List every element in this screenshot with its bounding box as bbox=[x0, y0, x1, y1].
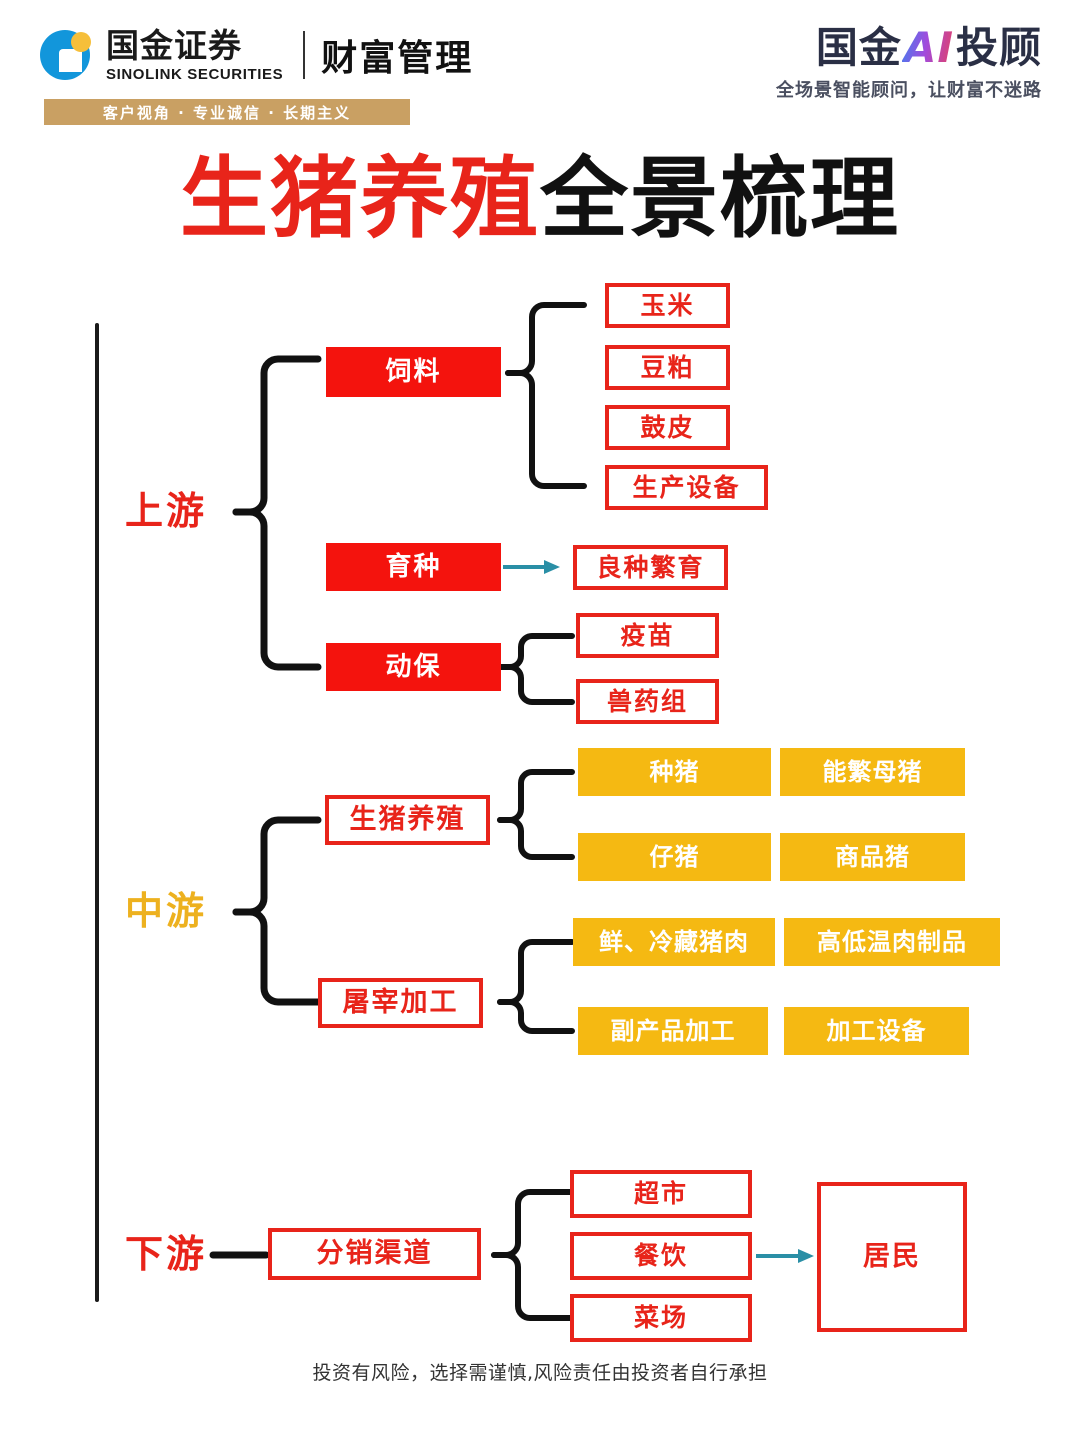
brand-division-label: 财富管理 bbox=[321, 38, 474, 79]
sinolink-logo-icon bbox=[40, 28, 94, 82]
node-channel-catering[interactable]: 餐饮 bbox=[570, 1232, 752, 1280]
ai-title-prefix: 国金 bbox=[815, 23, 902, 72]
node-farming-piglet[interactable]: 仔猪 bbox=[578, 833, 771, 881]
node-upstream-feed[interactable]: 饲料 bbox=[326, 347, 501, 397]
node-animal-health-veterinary-drugs[interactable]: 兽药组 bbox=[576, 679, 719, 724]
ai-advisor-title: 国金AI投顾 bbox=[776, 23, 1042, 72]
ai-advisor-logo-block: 国金AI投顾 全场景智能顾问，让财富不迷路 bbox=[776, 23, 1042, 102]
stage-label-midstream: 中游 bbox=[125, 889, 208, 933]
page-header: 国金证券 SINOLINK SECURITIES 财富管理 客户视角 · 专业诚… bbox=[0, 0, 1080, 140]
ai-title-glyph: AI bbox=[903, 23, 954, 72]
node-feed-soybean-meal[interactable]: 豆粕 bbox=[605, 345, 730, 390]
node-upstream-breeding[interactable]: 育种 bbox=[326, 543, 501, 591]
brand-names: 国金证券 SINOLINK SECURITIES bbox=[106, 29, 283, 82]
node-channel-supermarket[interactable]: 超市 bbox=[570, 1170, 752, 1218]
node-farming-breeding-pig[interactable]: 种猪 bbox=[578, 748, 771, 796]
brand-divider bbox=[303, 31, 306, 79]
node-breeding-quality-propagation[interactable]: 良种繁育 bbox=[573, 545, 728, 590]
node-processing-equipment[interactable]: 加工设备 bbox=[784, 1007, 969, 1055]
ai-title-suffix: 投顾 bbox=[955, 23, 1042, 72]
page-title: 生猪养殖全景梳理 bbox=[0, 155, 1080, 243]
brand-tagline-bar: 客户视角 · 专业诚信 · 长期主义 bbox=[44, 99, 410, 125]
node-channel-wet-market[interactable]: 菜场 bbox=[570, 1294, 752, 1342]
page-title-black: 全景梳理 bbox=[540, 147, 901, 250]
logo-dot-shape bbox=[71, 32, 91, 52]
brand-name-en: SINOLINK SECURITIES bbox=[106, 65, 284, 83]
node-upstream-animal-health[interactable]: 动保 bbox=[326, 643, 501, 691]
node-feed-corn[interactable]: 玉米 bbox=[605, 283, 730, 328]
node-downstream-distribution-channel[interactable]: 分销渠道 bbox=[268, 1228, 481, 1280]
sinolink-logo-block: 国金证券 SINOLINK SECURITIES 财富管理 bbox=[40, 28, 473, 82]
node-animal-health-vaccine[interactable]: 疫苗 bbox=[576, 613, 719, 658]
node-farming-breeding-sow[interactable]: 能繁母猪 bbox=[780, 748, 965, 796]
node-feed-production-equipment[interactable]: 生产设备 bbox=[605, 465, 768, 510]
brand-name-cn: 国金证券 bbox=[106, 25, 242, 65]
node-processing-fresh-chilled-pork[interactable]: 鲜、冷藏猪肉 bbox=[573, 918, 775, 966]
node-farming-commodity-pig[interactable]: 商品猪 bbox=[780, 833, 965, 881]
stage-label-downstream: 下游 bbox=[125, 1232, 208, 1276]
logo-notch-shape bbox=[59, 49, 82, 72]
node-midstream-slaughter-processing[interactable]: 屠宰加工 bbox=[318, 978, 483, 1028]
node-downstream-residents[interactable]: 居民 bbox=[817, 1182, 967, 1332]
node-feed-bran[interactable]: 鼓皮 bbox=[605, 405, 730, 450]
ai-advisor-subtitle: 全场景智能顾问，让财富不迷路 bbox=[776, 80, 1042, 102]
stage-label-upstream: 上游 bbox=[125, 489, 208, 533]
node-midstream-hog-farming[interactable]: 生猪养殖 bbox=[325, 795, 490, 845]
node-processing-temperature-meat-products[interactable]: 高低温肉制品 bbox=[784, 918, 1000, 966]
page-title-red: 生猪养殖 bbox=[179, 147, 540, 250]
footer-disclaimer: 投资有风险，选择需谨慎,风险责任由投资者自行承担 bbox=[312, 1362, 768, 1384]
node-processing-byproduct-processing[interactable]: 副产品加工 bbox=[578, 1007, 768, 1055]
brand-tagline-text: 客户视角 · 专业诚信 · 长期主义 bbox=[102, 103, 352, 122]
